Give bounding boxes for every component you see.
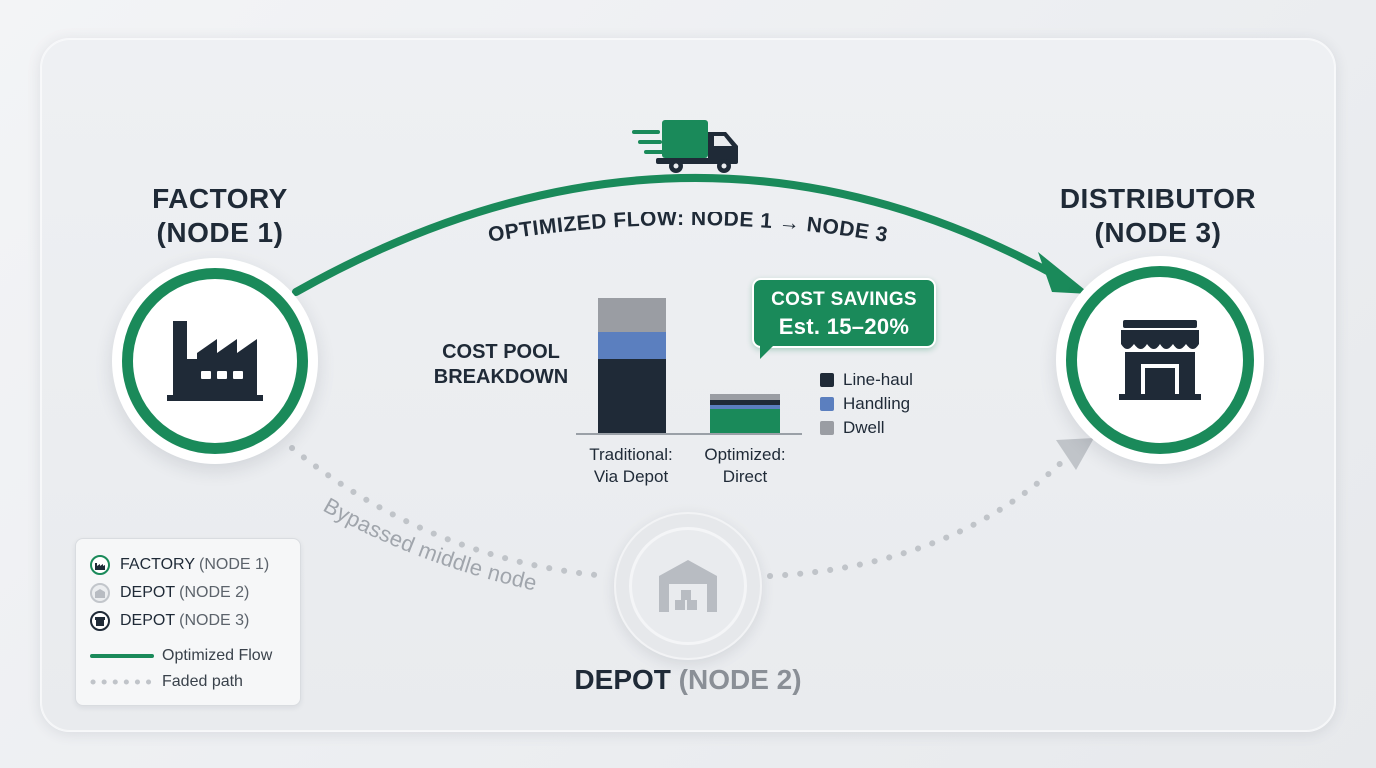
depot-node[interactable]	[614, 512, 762, 660]
legend-store-icon	[90, 611, 110, 631]
factory-title-line1: FACTORY	[152, 183, 288, 214]
legend-item-handling: Handling	[820, 392, 913, 416]
optimized-band-2	[710, 404, 780, 409]
legend-item-dwell: Dwell	[820, 416, 913, 440]
bypass-text: Bypassed middle node	[319, 496, 539, 596]
warehouse-icon	[659, 560, 717, 612]
chart-legend: Line-haul Handling Dwell	[820, 368, 913, 440]
depot-title-name: DEPOT	[574, 664, 671, 695]
legend-swatch-line-haul	[820, 373, 834, 387]
legend-row-factory: FACTORY (NODE 1)	[90, 555, 269, 575]
distributor-ring	[1066, 266, 1254, 454]
legend-row-depot: DEPOT (NODE 2)	[90, 583, 249, 603]
legend-factory-label: FACTORY	[120, 556, 195, 573]
savings-title: COST SAVINGS	[771, 289, 917, 310]
legend-optimized-label: Optimized Flow	[162, 647, 273, 664]
optimized-band-0	[710, 393, 780, 400]
chart-baseline	[576, 433, 802, 435]
legend-row-store: DEPOT (NODE 3)	[90, 611, 249, 631]
legend-store-label: DEPOT	[120, 612, 176, 629]
legend-item-line-haul: Line-haul	[820, 368, 913, 392]
bar-segment-handling-0	[598, 331, 666, 359]
legend-row-optimized-flow: Optimized Flow	[90, 647, 272, 665]
factory-title: FACTORY (NODE 1)	[130, 182, 310, 250]
factory-title-line2: (NODE 1)	[156, 217, 284, 248]
faded-path-left	[289, 445, 609, 579]
depot-title: DEPOT (NODE 2)	[540, 664, 836, 696]
bar-cap-0	[598, 298, 666, 301]
legend-depot-label: DEPOT	[120, 584, 176, 601]
bar-label-optimized: Optimized:Direct	[704, 445, 786, 486]
bar-segment-dwell-0	[598, 298, 666, 332]
legend-factory-suffix: (NODE 1)	[198, 556, 270, 573]
depot-title-suffix: (NODE 2)	[678, 664, 802, 695]
legend-swatch-dwell	[820, 421, 834, 435]
savings-callout-tail	[760, 345, 774, 359]
optimized-flow-arrow	[292, 174, 1068, 296]
legend-faded-line	[90, 679, 154, 685]
legend-faded-label: Faded path	[162, 673, 243, 690]
bar-segment-line-haul-0	[598, 358, 666, 433]
faded-path-arrowhead	[1056, 438, 1094, 470]
faded-path-right	[767, 449, 1075, 579]
optimized-flow-text: OPTIMIZED FLOW: NODE 1 → NODE 3	[486, 212, 889, 247]
legend-label-dwell: Dwell	[843, 418, 885, 437]
bypass-label: Bypassed middle node	[319, 496, 539, 596]
optimized-flow-label: OPTIMIZED FLOW: NODE 1 → NODE 3	[486, 212, 889, 247]
distributor-title: DISTRIBUTOR (NODE 3)	[1040, 182, 1276, 250]
distributor-title-line2: (NODE 3)	[1094, 217, 1222, 248]
legend-label-line-haul: Line-haul	[843, 370, 913, 389]
distributor-node[interactable]	[1056, 256, 1264, 464]
diagram-legend: FACTORY (NODE 1) DEPOT (NODE 2) DEPOT (N…	[75, 538, 301, 706]
svg-text:OPTIMIZED FLOW: NODE 1 → NODE: OPTIMIZED FLOW: NODE 1 → NODE 3	[486, 212, 889, 247]
savings-callout: COST SAVINGS Est. 15–20%	[752, 278, 936, 359]
savings-value: Est. 15–20%	[778, 314, 910, 339]
legend-label-handling: Handling	[843, 394, 911, 413]
svg-text:Bypassed middle node: Bypassed middle node	[319, 496, 539, 596]
legend-factory-icon	[90, 555, 110, 575]
legend-swatch-handling	[820, 397, 834, 411]
bar-label-traditional: Traditional:Via Depot	[589, 445, 673, 486]
legend-optimized-line	[90, 654, 154, 658]
legend-store-suffix: (NODE 3)	[179, 612, 250, 629]
truck-icon	[632, 120, 738, 173]
optimized-flow-arrowhead	[1038, 252, 1090, 294]
distributor-title-line1: DISTRIBUTOR	[1059, 183, 1257, 214]
legend-depot-suffix: (NODE 2)	[179, 584, 250, 601]
legend-depot-icon	[90, 583, 110, 603]
legend-row-faded-path: Faded path	[90, 673, 243, 691]
factory-ring	[122, 268, 308, 454]
depot-inner	[629, 527, 747, 645]
factory-node[interactable]	[112, 258, 318, 464]
optimized-band-1	[710, 399, 780, 405]
